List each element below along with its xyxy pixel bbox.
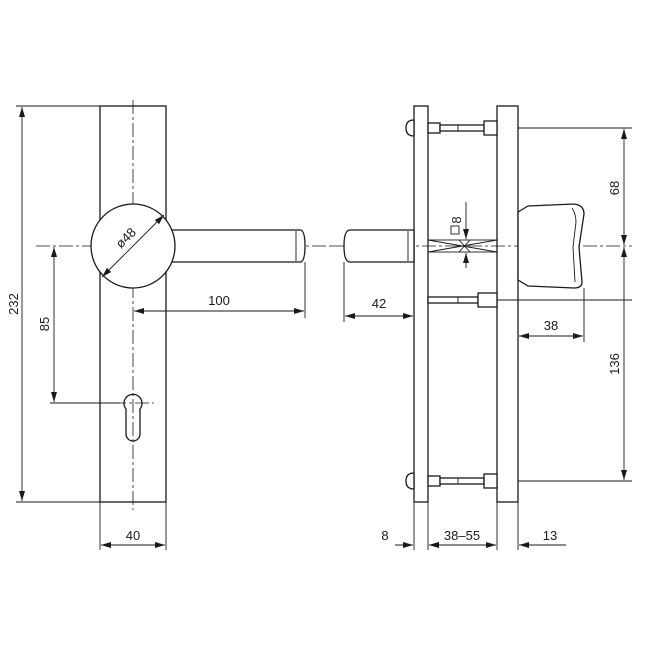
cylinder-keyhole bbox=[123, 393, 143, 442]
rose-diameter-line bbox=[101, 214, 165, 278]
spindle-square-label: 8 bbox=[449, 216, 464, 223]
spindle-projection-label: 42 bbox=[372, 296, 386, 311]
inner-knob bbox=[517, 203, 585, 289]
lever-length-label: 100 bbox=[208, 293, 230, 308]
knob-offset-top-label: 68 bbox=[607, 181, 622, 195]
knob-inner-contour bbox=[571, 207, 577, 283]
overall-height-label: 232 bbox=[6, 293, 21, 315]
side-view: 8 68 136 42 38 8 38–55 13 bbox=[330, 105, 632, 550]
lever-arm bbox=[171, 229, 306, 263]
middle-screw bbox=[427, 292, 498, 308]
outer-plate bbox=[413, 105, 429, 503]
inner-plate bbox=[496, 105, 519, 503]
square-symbol bbox=[450, 225, 460, 235]
top-screw bbox=[405, 119, 498, 137]
handle-to-cylinder-label: 85 bbox=[37, 317, 52, 331]
outer-lever-stub bbox=[343, 229, 415, 263]
outer-plate-thickness-label: 8 bbox=[381, 528, 388, 543]
door-thickness-label: 38–55 bbox=[444, 528, 480, 543]
inner-plate-thickness-label: 13 bbox=[543, 528, 557, 543]
square-spindle bbox=[427, 239, 498, 253]
plate-width-label: 40 bbox=[126, 528, 140, 543]
bottom-screw bbox=[405, 472, 498, 490]
knob-depth-label: 38 bbox=[544, 318, 558, 333]
front-view: ø48 232 85 100 40 bbox=[6, 100, 330, 550]
knob-offset-bottom-label: 136 bbox=[607, 353, 622, 375]
